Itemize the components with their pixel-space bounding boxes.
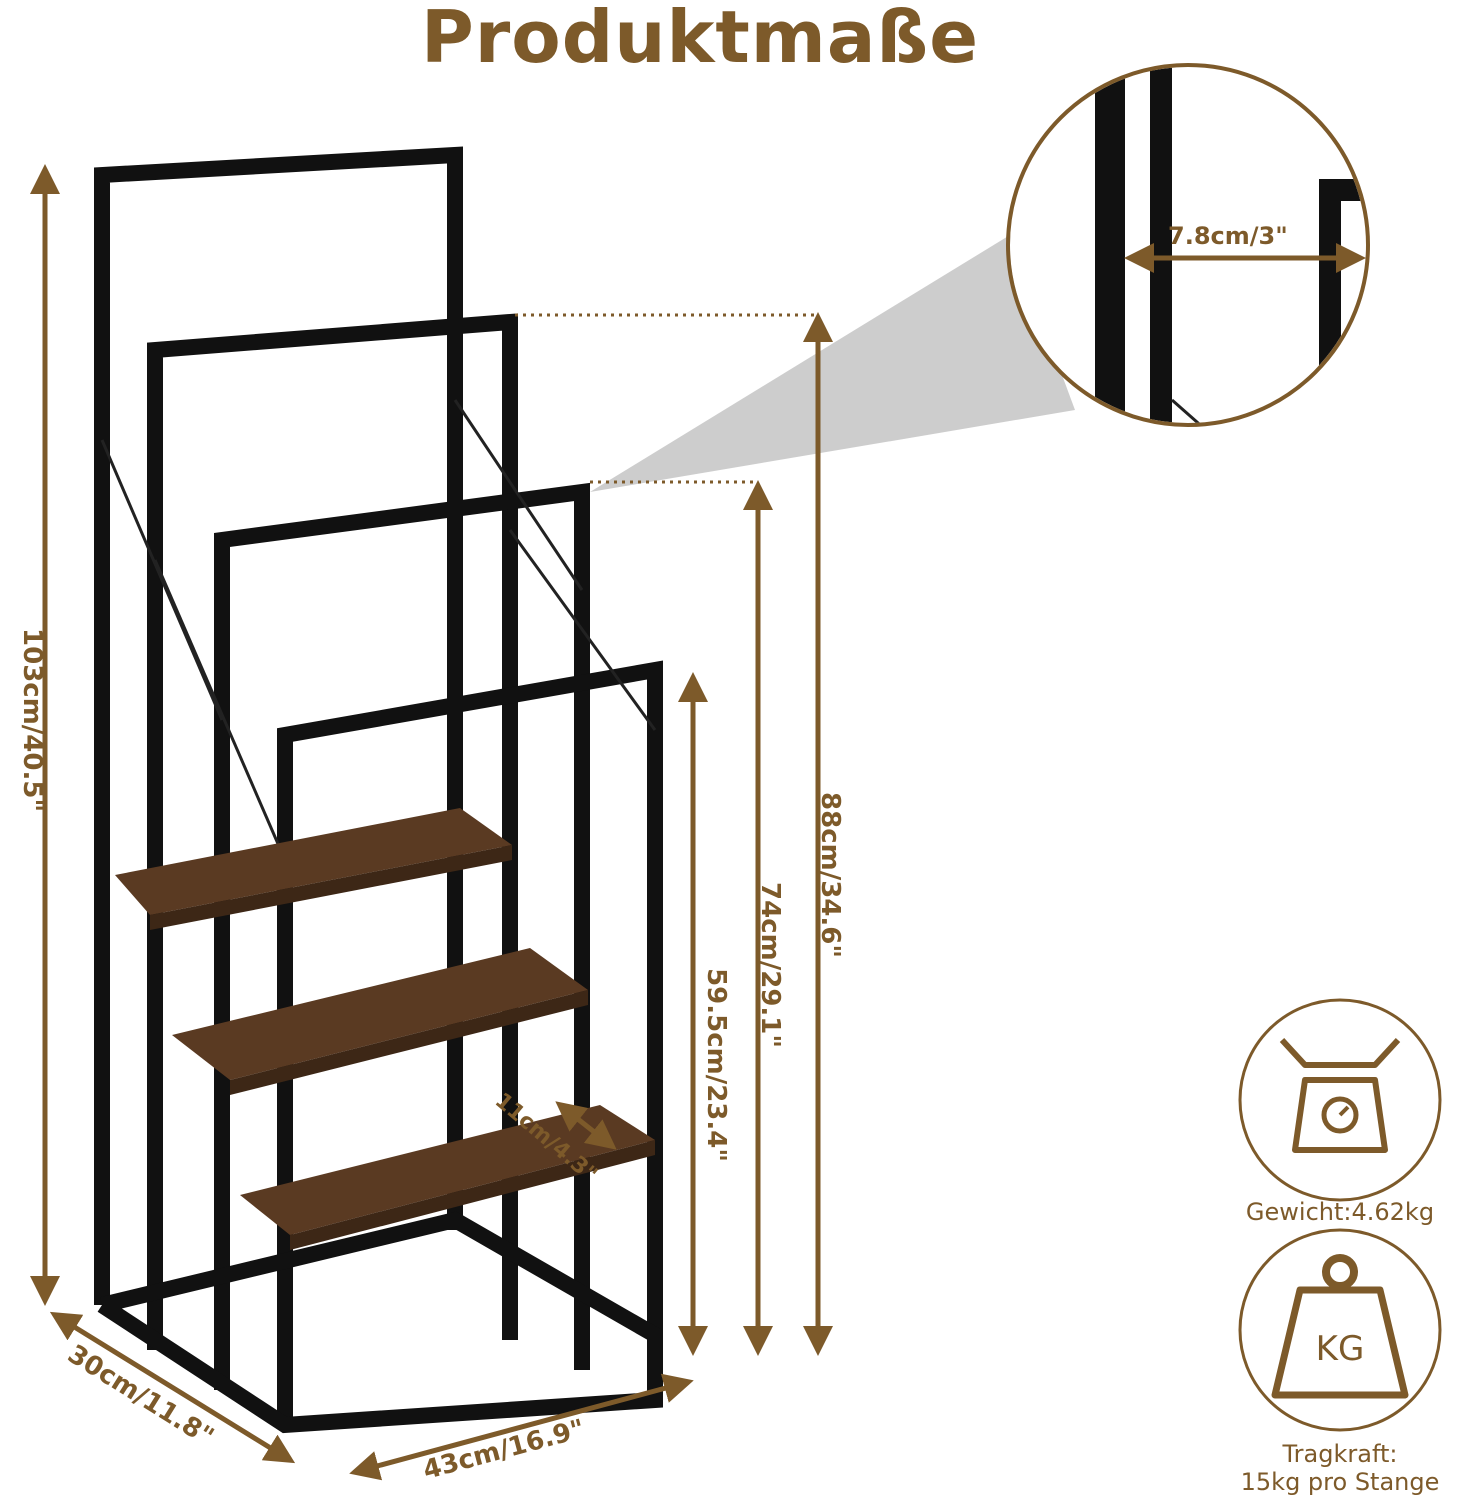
frame-rail-2: [147, 313, 518, 1350]
kg-icon-text: KG: [1316, 1329, 1365, 1369]
load-capacity-line2: 15kg pro Stange: [1240, 1468, 1440, 1496]
scale-icon: [1238, 998, 1442, 1202]
page-title: Produktmaße: [420, 0, 980, 79]
shelf-bottom: [240, 1105, 655, 1235]
zoom-circle: [1006, 63, 1370, 427]
rail2-height-label: 88cm/34.6": [815, 792, 845, 958]
weight-label: Gewicht:4.62kg: [1245, 1198, 1435, 1226]
kettlebell-weight-icon: [1238, 1228, 1442, 1432]
rail4-height-label: 59.5cm/23.4": [701, 968, 731, 1162]
load-capacity-line1: Tragkraft:: [1282, 1440, 1398, 1468]
support-wires: [100, 399, 657, 861]
zoom-callout-cone: [590, 235, 1075, 492]
shelf-middle: [172, 948, 588, 1080]
rail3-height-label: 74cm/29.1": [755, 882, 785, 1048]
wooden-shelves: [115, 808, 655, 1250]
rail-gap-label: 7.8cm/3": [1168, 222, 1288, 250]
rack-frames: [94, 146, 663, 1434]
shelf-top: [115, 808, 512, 915]
total-height-label: 103cm/40.5": [17, 628, 47, 812]
frame-rail-1: [94, 146, 463, 1305]
dimension-lines: [30, 164, 833, 1481]
frame-rail-3: [214, 482, 590, 1390]
